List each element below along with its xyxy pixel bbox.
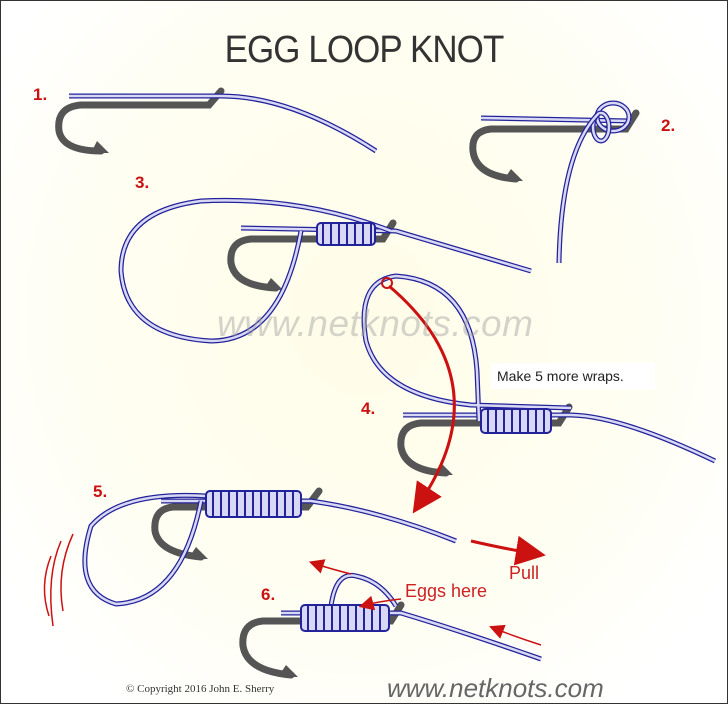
hook-6: [239, 601, 405, 679]
footer-url: www.netknots.com: [387, 673, 604, 703]
step-2-illustration: [469, 100, 640, 264]
step-4-note: Make 5 more wraps.: [491, 363, 655, 389]
wrap-direction-arrow: [388, 284, 456, 514]
wraps-6: [300, 604, 390, 632]
hook-4: [397, 403, 573, 477]
step-1-illustration: [55, 87, 378, 155]
hook-2: [469, 109, 640, 183]
step-4-number: 4.: [361, 399, 376, 418]
pull-label: Pull: [509, 563, 540, 583]
wraps-3: [316, 222, 376, 246]
step-5-number: 5.: [93, 482, 108, 501]
step-6-illustration: [239, 559, 542, 679]
step-3-number: 3.: [135, 173, 150, 192]
step-5-illustration: [43, 487, 546, 627]
wraps-5: [205, 490, 302, 518]
line-1-inner: [69, 94, 377, 153]
hook-5: [151, 487, 323, 561]
page-title: EGG LOOP KNOT: [224, 29, 505, 71]
hook-1: [55, 87, 225, 155]
step-1-number: 1.: [33, 85, 48, 104]
step-3-illustration: [118, 197, 532, 344]
step-4-illustration: [361, 273, 717, 514]
hook-3: [227, 219, 397, 292]
eggs-here-label: Eggs here: [405, 581, 488, 601]
wraps-4: [480, 408, 552, 434]
watermark: www.netknots.com: [217, 303, 534, 344]
step-2-number: 2.: [661, 116, 676, 135]
step-6-number: 6.: [261, 585, 276, 604]
copyright-text: © Copyright 2016 John E. Sherry: [126, 683, 275, 695]
